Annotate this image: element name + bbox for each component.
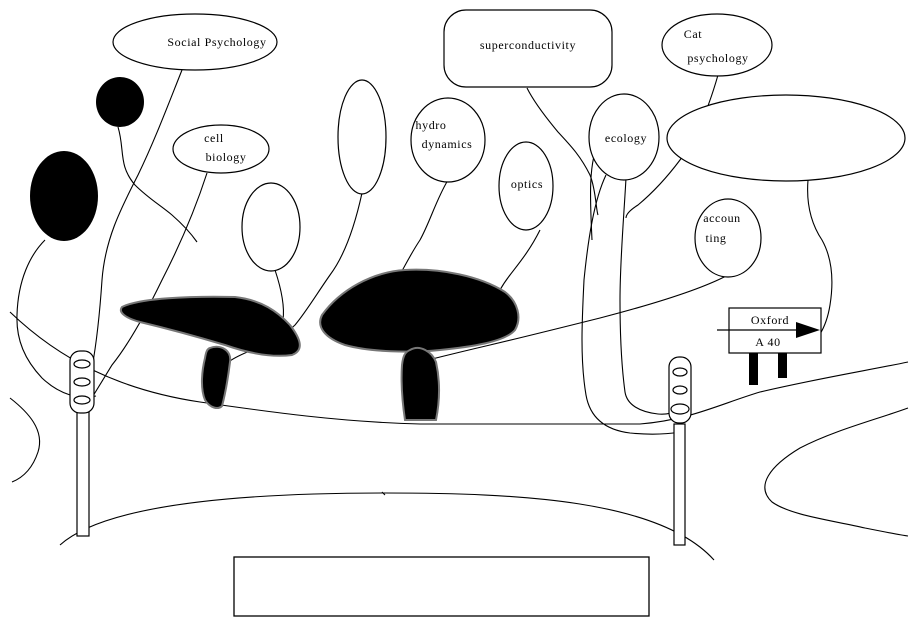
label-cat-line2: psychology — [687, 51, 748, 65]
road-sign-road-number: A 40 — [755, 335, 780, 349]
traffic-light-left-bottom-lamp — [74, 396, 90, 404]
label-cell-biology-line1: cell — [204, 131, 224, 145]
roundabout — [60, 493, 714, 560]
label-superconductivity: superconductivity — [480, 38, 576, 52]
root-cell-biology — [93, 173, 207, 396]
mushroom-center-stem — [402, 348, 439, 420]
mushroom-center-cap — [320, 270, 518, 352]
traffic-light-right-bottom-lamp — [671, 404, 689, 414]
traffic-light-left-middle-lamp — [74, 378, 90, 386]
road-sign-leg-left — [749, 353, 758, 385]
dark-balloon-small — [96, 77, 144, 127]
caption-box — [234, 557, 649, 616]
bubble-empty-tall — [338, 80, 386, 194]
label-accounting-line2: ting — [705, 231, 726, 245]
bubble-empty-left — [242, 183, 300, 271]
mushroom-left-stem — [202, 347, 230, 408]
label-ecology: ecology — [605, 131, 647, 145]
label-cell-biology-line2: biology — [206, 150, 247, 164]
road-curb-right — [765, 408, 908, 536]
road-sign-destination: Oxford — [751, 313, 789, 327]
root-ecology — [582, 175, 680, 434]
traffic-light-right-middle-lamp — [673, 386, 687, 394]
root-hydro-dynamics — [398, 180, 448, 278]
traffic-light-right-top-lamp — [673, 368, 687, 376]
label-hydro-line2: dynamics — [422, 137, 473, 151]
road-curb-left — [10, 398, 40, 482]
label-accounting-line1: accoun — [703, 211, 741, 225]
road-sign-leg-right — [778, 353, 787, 378]
label-cat-line1: Cat — [684, 27, 703, 41]
traffic-light-left-top-lamp — [74, 360, 90, 368]
label-hydro-line1: hydro — [416, 118, 447, 132]
traffic-light-right-pole — [674, 424, 685, 545]
dark-balloon-large — [30, 151, 98, 241]
label-social-psychology: Social Psychology — [167, 35, 266, 49]
bubble-empty-wide — [667, 95, 905, 181]
traffic-light-left-pole — [77, 412, 89, 536]
bubble-cat-psychology — [662, 14, 772, 76]
label-optics: optics — [511, 177, 543, 191]
